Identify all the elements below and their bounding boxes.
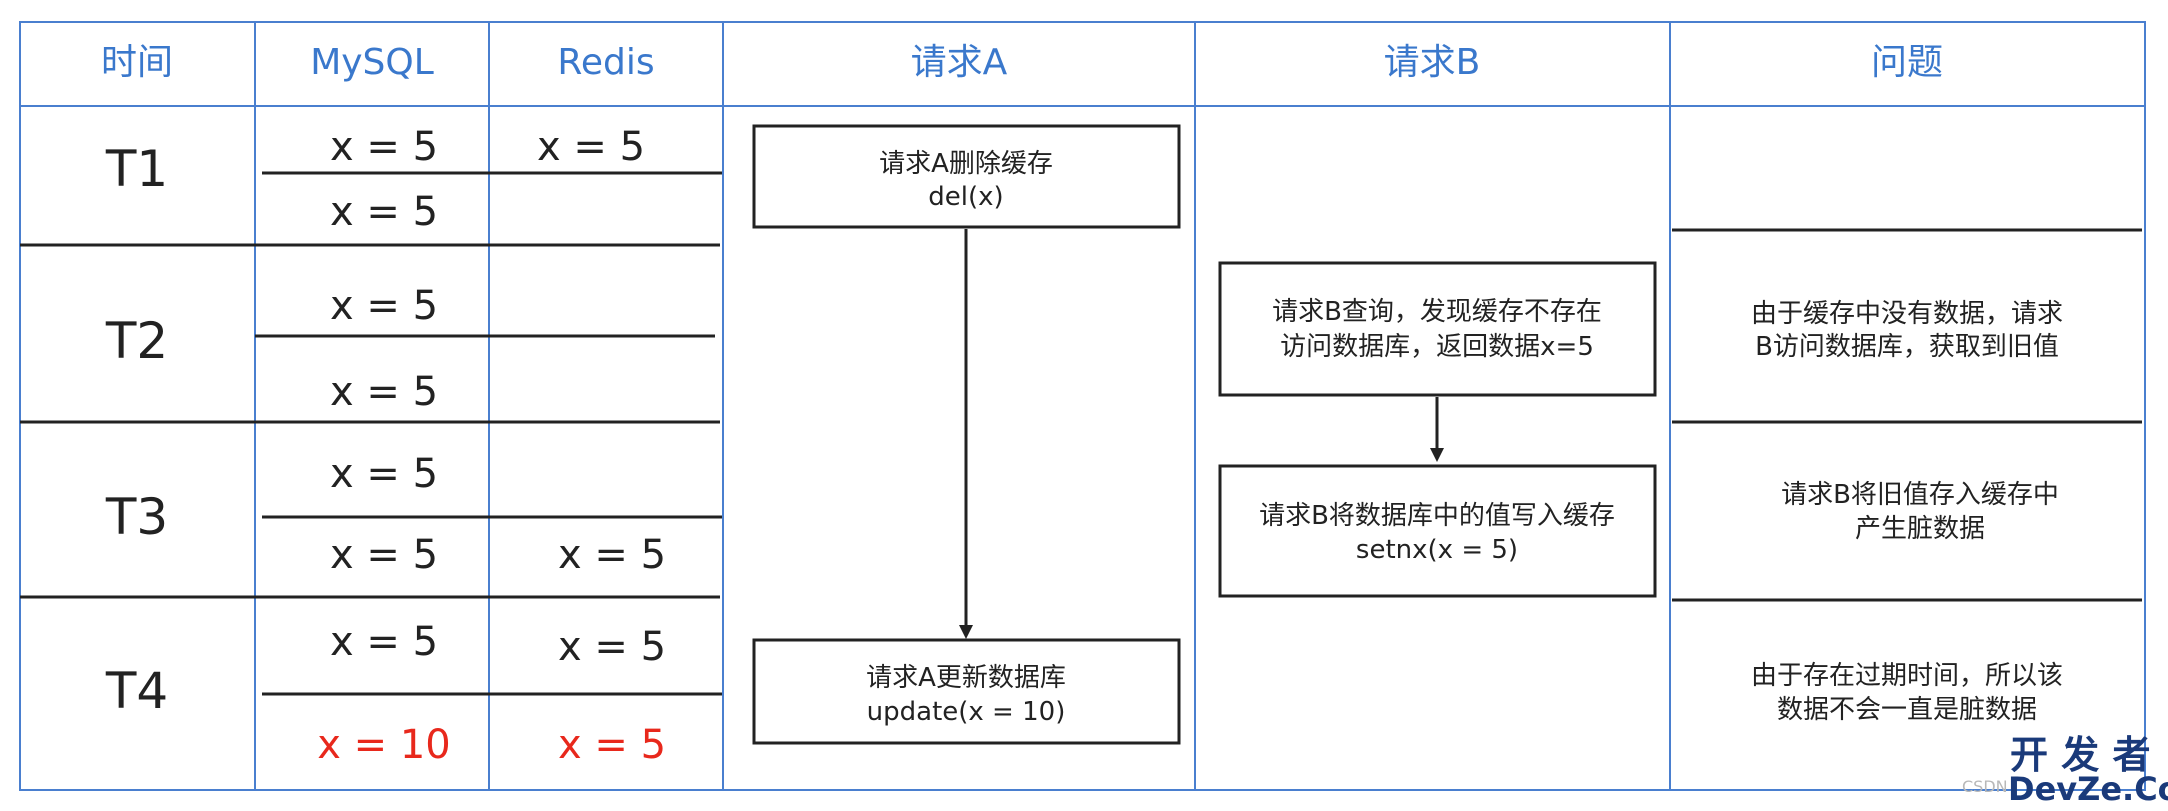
watermark-devze-line2: DevZe.CoM <box>2008 770 2168 806</box>
request-b-box2-line1: 请求B将数据库中的值写入缓存 <box>1259 501 1615 531</box>
request-b-box2-line2: setnx(x = 5) <box>1356 535 1518 565</box>
watermark-csdn: CSDN <box>1962 777 2008 796</box>
request-a-box-update-db <box>752 638 1181 745</box>
table-outline <box>19 21 2146 791</box>
problem-3-line1: 由于存在过期时间，所以该 <box>1751 661 2063 691</box>
request-a-box2-line1: 请求A更新数据库 <box>866 663 1066 693</box>
header-time: 时间 <box>101 42 173 83</box>
request-a-box-delete-cache <box>752 124 1181 229</box>
mysql-value-t1-top: x = 5 <box>330 124 438 170</box>
redis-value-t3-bottom: x = 5 <box>558 532 666 578</box>
header-request-b: 请求B <box>1384 42 1481 83</box>
mysql-value-t3-bottom: x = 5 <box>330 532 438 578</box>
mysql-value-t2-top: x = 5 <box>330 283 438 329</box>
mysql-value-t4-bottom: x = 10 <box>317 722 451 768</box>
redis-value-t4-bottom: x = 5 <box>558 722 666 768</box>
problem-2-line1: 请求B将旧值存入缓存中 <box>1781 480 2059 510</box>
header-request-a: 请求A <box>911 42 1008 83</box>
request-a-box1-line2: del(x) <box>928 182 1003 212</box>
request-b-box-query <box>1218 261 1657 397</box>
request-a-box2-line2: update(x = 10) <box>867 697 1066 727</box>
watermark-devze-line1: 开 发 者 <box>2010 733 2150 777</box>
request-b-box1-line1: 请求B查询，发现缓存不存在 <box>1272 297 1602 327</box>
redis-value-t4-top: x = 5 <box>558 624 666 670</box>
request-b-box-write-cache <box>1218 464 1657 598</box>
redis-value-t1-top: x = 5 <box>537 124 645 170</box>
mysql-value-t1-bottom: x = 5 <box>330 189 438 235</box>
problem-2-line2: 产生脏数据 <box>1855 514 1985 544</box>
time-label-t1: T1 <box>105 140 168 198</box>
request-a-box1-line1: 请求A删除缓存 <box>879 149 1053 179</box>
header-mysql: MySQL <box>310 42 434 83</box>
header-redis: Redis <box>557 42 654 83</box>
mysql-value-t3-top: x = 5 <box>330 451 438 497</box>
problem-3-line2: 数据不会一直是脏数据 <box>1777 695 2037 725</box>
time-label-t2: T2 <box>105 312 168 370</box>
mysql-value-t2-bottom: x = 5 <box>330 369 438 415</box>
problem-1-line1: 由于缓存中没有数据，请求 <box>1751 299 2063 329</box>
mysql-value-t4-top: x = 5 <box>330 619 438 665</box>
header-problem: 问题 <box>1871 42 1943 83</box>
problem-1-line2: B访问数据库，获取到旧值 <box>1755 332 2059 362</box>
time-label-t3: T3 <box>105 488 168 546</box>
time-label-t4: T4 <box>105 662 168 720</box>
request-b-box1-line2: 访问数据库，返回数据x=5 <box>1280 332 1594 362</box>
